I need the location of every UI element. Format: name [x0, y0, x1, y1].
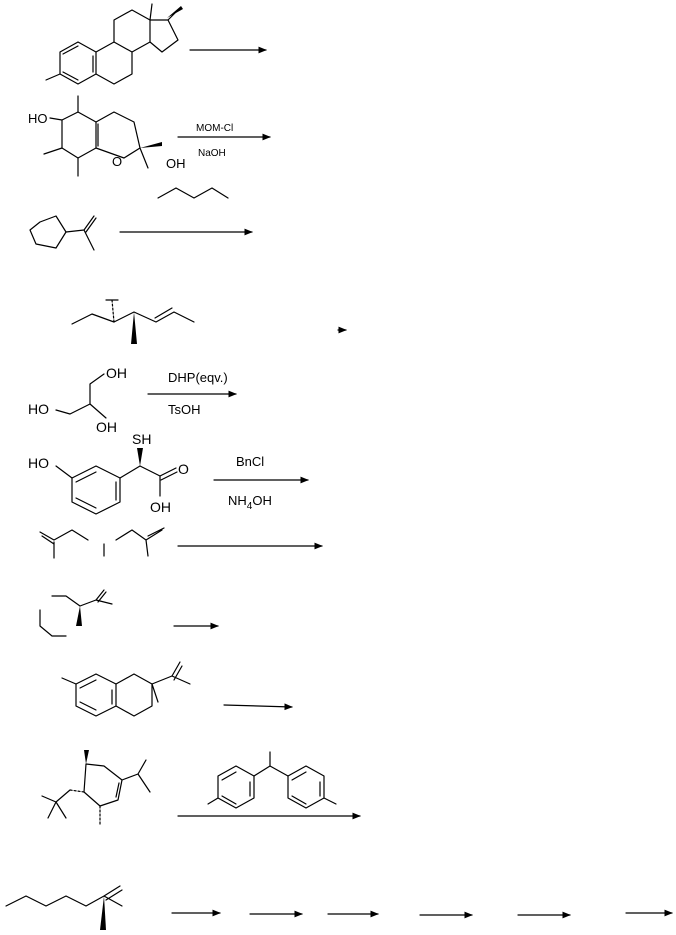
- r5-reagent-top: DHP(eqv.): [168, 370, 228, 385]
- reaction-10-cyclohexene: [41, 750, 361, 827]
- reaction-4-diene: [71, 299, 347, 344]
- reaction-1-steroid: [45, 3, 267, 85]
- reaction-9-tetralin: [61, 661, 293, 717]
- reaction-7-alkenes: [39, 527, 323, 559]
- reaction-5-glycerol: OH HO OH DHP(eqv.) TsOH: [28, 365, 237, 435]
- r6-ho-label: HO: [28, 455, 49, 471]
- r2-o-label: O: [112, 154, 122, 169]
- r6-reagent-top: BnCl: [236, 454, 264, 469]
- r2-ho-label: HO: [28, 111, 48, 126]
- r2-reagent-top: MOM-Cl: [196, 123, 233, 134]
- r6-oh-label: OH: [150, 499, 171, 515]
- r6-o-label: O: [178, 461, 189, 477]
- reaction-2-chromanol: HO O OH MOM-Cl NaOH: [28, 95, 271, 199]
- reaction-3-cyclopentyl: [29, 215, 253, 251]
- r5-ho-label: HO: [28, 401, 49, 417]
- reaction-8-ring-alkene: [39, 589, 219, 637]
- r2-reagent-bottom: NaOH: [198, 148, 226, 159]
- reaction-6-thioacid: HO SH O OH BnCl NH4OH: [28, 431, 309, 515]
- r6-sh-label: SH: [132, 431, 151, 447]
- r5-oh-top-label: OH: [106, 365, 127, 381]
- r5-reagent-bottom: TsOH: [168, 402, 201, 417]
- r5-oh-bottom-label: OH: [96, 419, 117, 435]
- reaction-9-arrow: [223, 703, 293, 711]
- r6-reagent-bottom: NH4OH: [228, 493, 272, 512]
- r2-oh-label: OH: [166, 156, 186, 171]
- reaction-11-chain: [5, 885, 673, 930]
